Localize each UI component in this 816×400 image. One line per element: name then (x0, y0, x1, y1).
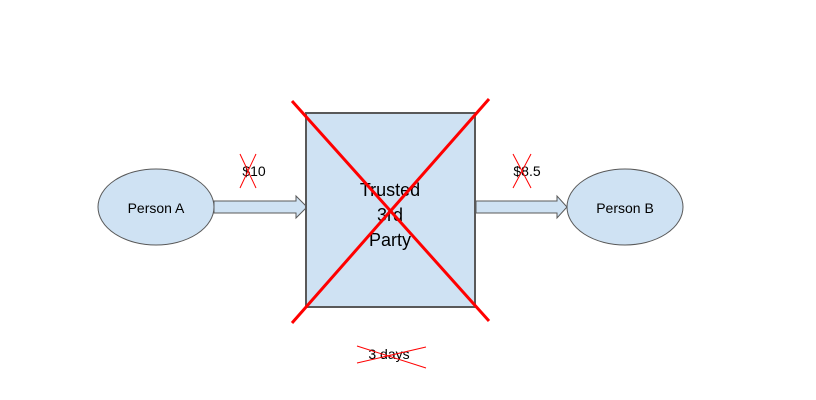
delay-strike-2 (356, 346, 427, 364)
delay: 3 days (356, 345, 427, 369)
amount-out: $8.5 (512, 153, 541, 189)
amount-out-strike-2 (512, 153, 532, 189)
person-a-label: Person A (128, 200, 185, 216)
amount-in-label: $10 (242, 163, 266, 179)
person-b-node[interactable]: Person B (566, 168, 684, 246)
arrow-a-to-third-party (213, 194, 308, 220)
delay-strike-1 (356, 345, 427, 369)
delay-label: 3 days (368, 346, 409, 362)
cross-out-line-2 (290, 98, 491, 324)
arrow-third-party-to-b (475, 194, 568, 220)
person-a-node[interactable]: Person A (97, 168, 215, 246)
amount-in: $10 (239, 153, 266, 189)
person-b-label: Person B (596, 200, 654, 216)
amount-out-label: $8.5 (513, 163, 540, 179)
third-party-line-3: Party (369, 230, 411, 250)
third-party-cross-out (290, 98, 491, 324)
amount-in-strike-2 (239, 153, 257, 189)
third-party-line-1: Trusted (360, 180, 420, 200)
